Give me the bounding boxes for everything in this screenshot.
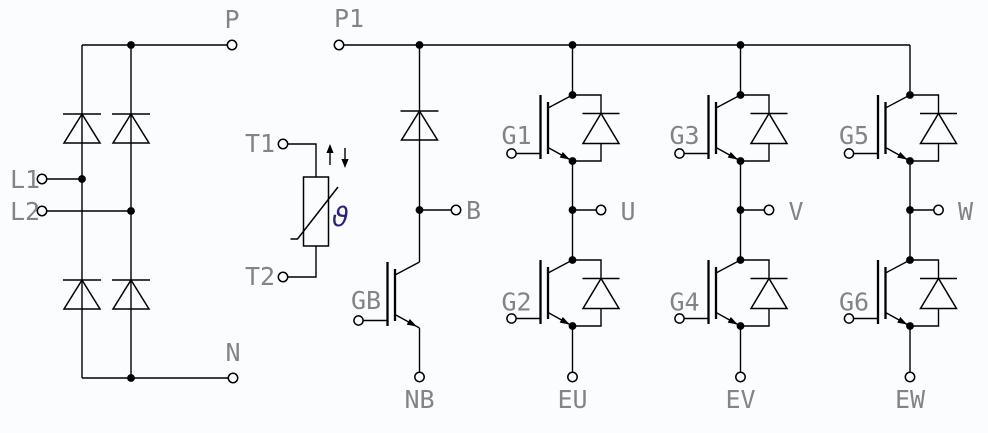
terminal-t2: [277, 271, 289, 283]
rectifier-bridge: P N L1 L2: [10, 5, 241, 384]
terminal-l2: [36, 205, 48, 217]
junction-dot: [127, 374, 135, 382]
label-g4: G4: [669, 288, 699, 317]
junction-dot: [78, 175, 86, 183]
junction-dot: [906, 322, 914, 330]
junction-dot: [906, 157, 914, 165]
dc-bus: P1: [333, 4, 910, 51]
junction-dot: [568, 206, 577, 214]
terminal-ew: [904, 371, 916, 383]
label-u: U: [621, 197, 636, 226]
inverter-leg-u: G1 G2 U EU: [501, 45, 636, 414]
junction-dot: [736, 206, 745, 214]
thermistor-body: [302, 176, 330, 247]
terminal-u: [595, 204, 607, 216]
freewheel-diode-symbol: [909, 259, 958, 327]
junction-dot: [127, 207, 135, 215]
t1-wire: [287, 143, 317, 177]
inverter-leg-w: G5 G6 W EW: [839, 45, 974, 414]
label-g1: G1: [501, 121, 531, 150]
label-g6: G6: [839, 288, 869, 317]
label-g2: G2: [501, 288, 531, 317]
label-n: N: [225, 338, 240, 367]
label-t1: T1: [245, 129, 275, 158]
up-arrowhead-icon: [326, 144, 334, 153]
label-t2: T2: [245, 262, 275, 291]
freewheel-diode-symbol: [571, 259, 621, 327]
junction-dot: [568, 322, 577, 330]
junction-dot: [568, 91, 577, 99]
freewheel-diode-symbol: [739, 259, 789, 327]
junction-dot: [568, 256, 577, 264]
terminal-t1: [277, 138, 289, 150]
label-g3: G3: [669, 121, 699, 150]
terminal-nb: [414, 371, 425, 383]
label-g5: G5: [839, 121, 869, 150]
junction-dot: [906, 206, 914, 214]
terminal-ev: [735, 371, 746, 383]
brake-chopper: B GB NB: [351, 45, 481, 414]
junction-dot: [127, 41, 135, 49]
label-w: W: [958, 197, 974, 226]
label-p1: P1: [334, 4, 364, 33]
terminal-p1: [333, 39, 345, 51]
terminal-p: [226, 39, 238, 51]
thermistor: T1 T2 ϑ: [245, 129, 349, 291]
freewheel-diode-symbol: [571, 94, 621, 162]
terminal-b: [450, 204, 462, 216]
label-eu: EU: [557, 385, 587, 414]
terminal-n: [227, 372, 239, 384]
t2-wire: [287, 246, 317, 278]
label-v: V: [789, 197, 804, 226]
label-ew: EW: [895, 385, 926, 414]
inverter-leg-v: G3 G4 V EV: [669, 45, 804, 414]
freewheel-diode-symbol: [739, 94, 789, 162]
freewheel-diode-symbol: [909, 94, 958, 162]
down-arrowhead-icon: [341, 159, 349, 168]
terminal-l1: [36, 173, 48, 185]
terminal-w: [933, 204, 944, 216]
junction-dot: [568, 157, 577, 165]
junction-dot: [906, 91, 914, 99]
label-l2: L2: [10, 197, 40, 226]
label-gb: GB: [351, 286, 381, 315]
label-nb: NB: [404, 385, 434, 414]
junction-dot: [736, 256, 745, 264]
junction-dot: [906, 256, 914, 264]
terminal-v: [763, 204, 775, 216]
label-p: P: [224, 5, 239, 34]
label-ev: EV: [725, 385, 755, 414]
label-b: B: [466, 196, 481, 225]
junction-dot: [736, 91, 745, 99]
junction-dot: [736, 157, 745, 165]
terminal-eu: [567, 371, 578, 383]
label-l1: L1: [10, 165, 40, 194]
junction-dot: [736, 322, 745, 330]
thermistor-slash: [290, 186, 339, 240]
label-theta: ϑ: [332, 202, 349, 233]
